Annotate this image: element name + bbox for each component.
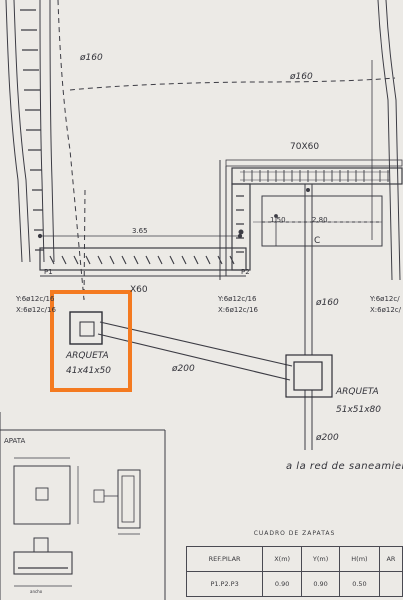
table-header: REF.PILAR	[185, 546, 264, 572]
rebar-right-x: X:6ø12c/	[370, 306, 402, 314]
table-cell: 0.90	[262, 571, 303, 597]
pipe-label-right-vertical: ø160	[316, 298, 339, 308]
table-cell	[378, 571, 403, 597]
footing-right	[253, 195, 383, 247]
table-header: Y(m)	[301, 546, 340, 572]
pipe-label-diagonal: ø200	[172, 364, 195, 374]
sewer-note: a la red de saneamiento	[286, 461, 403, 472]
vertical-beam	[231, 183, 251, 271]
rebar-left-x: X:6ø12c/16	[16, 306, 56, 314]
arqueta-small-box	[69, 311, 103, 345]
axis-c	[304, 184, 313, 450]
table-header: H(m)	[338, 546, 380, 572]
beam-70x60	[219, 159, 403, 280]
pillar-label-p1: P1	[44, 268, 53, 276]
table-header: X(m)	[262, 546, 303, 572]
pipe-label-bottom: ø200	[316, 433, 339, 443]
arqueta-large-size: 51x51x80	[336, 405, 382, 415]
table-cell: P1.P2.P3	[185, 571, 264, 597]
pipe-label-top-left: ø160	[80, 53, 103, 63]
table-row: P1.P2.P3 0.90 0.90 0.50	[185, 571, 403, 597]
table-header-row: REF.PILAR X(m) Y(m) H(m) AR	[185, 546, 403, 572]
axis-label-c: C	[314, 236, 321, 246]
left-foundation-wall	[5, 0, 55, 263]
dashed-pipes	[57, 0, 396, 301]
dimension-span: 3.65	[132, 227, 148, 235]
arqueta-large-box	[285, 354, 333, 398]
beam-label-upper: 70X60	[290, 142, 320, 152]
rebar-left-y: Y:6ø12c/16	[16, 295, 55, 303]
rebar-right-y: Y:6ø12c/	[370, 295, 400, 303]
table-cell: 0.90	[301, 571, 340, 597]
dimension-left-small: 1.50	[270, 216, 286, 224]
diagonal-pipe	[97, 321, 293, 381]
table-caption: CUADRO DE ZAPATAS	[253, 529, 336, 537]
table-cell: 0.50	[338, 571, 380, 597]
rebar-mid-y: Y:6ø12c/16	[218, 295, 257, 303]
detail-title: APATA	[4, 437, 26, 445]
footing-schedule: CUADRO DE ZAPATAS REF.PILAR X(m) Y(m) H(…	[185, 520, 403, 600]
table-header: AR	[378, 546, 403, 572]
pillar-label-p2: P2	[241, 268, 250, 276]
arqueta-small-size: 41x41x50	[66, 366, 112, 376]
rebar-mid-x: X:6ø12c/16	[218, 306, 258, 314]
right-foundation-wall	[371, 0, 401, 281]
beam-x60	[37, 233, 247, 277]
dimension-right-small: 2.80	[312, 216, 328, 224]
footing-detail	[0, 429, 166, 600]
detail-dim: ancho	[30, 589, 43, 594]
highlight-box	[50, 290, 132, 392]
pipe-label-top-right: ø160	[290, 72, 313, 82]
beam-label-lower: X60	[130, 285, 148, 295]
arqueta-large-title: ARQUETA	[336, 387, 379, 397]
arqueta-small-title: ARQUETA	[66, 351, 109, 361]
